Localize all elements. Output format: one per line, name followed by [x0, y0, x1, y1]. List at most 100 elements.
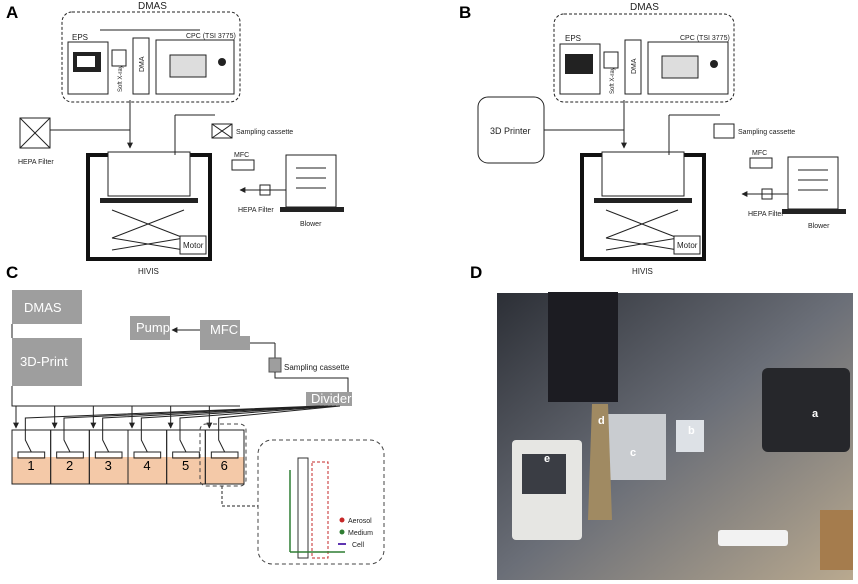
b-blower-box: [787, 156, 839, 210]
hivis-plate: [100, 198, 198, 203]
b-hepa-right-label: HEPA Filter: [748, 211, 784, 218]
eps-display: [77, 56, 95, 67]
photo-label-c: c: [630, 447, 636, 459]
photo-device-b: [676, 420, 704, 452]
b-soft-xray-label: Soft X-ray: [610, 67, 616, 94]
b-dmas-dashed-box: [553, 13, 735, 103]
hepa-left-label: HEPA Filter: [18, 159, 54, 166]
well-tube-6: [218, 405, 341, 453]
well-tube-5: [179, 405, 337, 453]
motor-label: Motor: [183, 241, 204, 250]
legend-aerosol: Aerosol: [348, 518, 372, 525]
photo-device-e-screen: [522, 454, 566, 494]
lift-scissor: [111, 209, 185, 251]
well-tube-1: [24, 405, 321, 453]
zoom-source: [199, 423, 247, 487]
eps-box: [67, 41, 109, 95]
b-soft-xray-box: [603, 51, 619, 69]
mfc-box: [231, 159, 255, 171]
pump-box: [130, 316, 170, 340]
dma-column: [132, 37, 150, 95]
dmas-label: DMAS: [138, 1, 167, 12]
print-distribution-line: [11, 386, 240, 407]
c-3dprint-label: 3D-Print: [20, 354, 68, 369]
b-hivis-label: HIVIS: [632, 267, 653, 276]
b-mfc-label: MFC: [752, 150, 767, 157]
printer-label: 3D Printer: [490, 126, 531, 136]
well-label-6: 6: [221, 458, 228, 473]
panel-c-label: C: [6, 263, 18, 282]
dma-label: DMA: [139, 56, 146, 72]
b-eps-box: [559, 43, 601, 95]
soft-xray-label: Soft X-ray: [118, 65, 124, 92]
well-tube-4: [140, 405, 333, 453]
legend-cell: Cell: [352, 542, 365, 549]
b-hepa-right-box: [761, 188, 773, 200]
b-cpc-panel: [661, 55, 699, 79]
photo-cone-d: [588, 404, 612, 520]
photo-power-strip: [718, 530, 788, 546]
b-hivis-plate: [594, 198, 692, 203]
b-eps-screen: [565, 54, 593, 74]
legend-medium-dot: [339, 529, 345, 535]
well-label-1: 1: [27, 458, 34, 473]
blower-box: [285, 154, 337, 208]
c-3dprint-box: [12, 338, 82, 386]
panel-a: A DMAS EPS Soft X-ray DMA CPC (TSI 3775)…: [6, 1, 344, 276]
c-dmas-box: [12, 290, 82, 324]
photo-3d-printer: [762, 368, 850, 452]
soft-xray-box: [111, 49, 127, 67]
b-blower-base: [782, 209, 846, 214]
blower-base: [280, 207, 344, 212]
hivis-inner-box: [107, 151, 191, 197]
cpc-box: [155, 39, 235, 95]
hivis-label: HIVIS: [138, 267, 159, 276]
panel-b: B DMAS EPS Soft X-ray DMA CPC (TSI 3775)…: [459, 2, 846, 276]
photo-rack: [548, 292, 618, 402]
photo-label-d: d: [598, 415, 605, 427]
zoom-detail: [257, 439, 385, 565]
hepa-left-x2: [19, 117, 51, 149]
b-mfc-box: [749, 157, 773, 169]
panel-b-label: B: [459, 3, 471, 22]
well-6: [204, 429, 245, 485]
dmas-dashed-box: [61, 11, 241, 103]
b-motor-label: Motor: [677, 241, 698, 250]
well-label-2: 2: [66, 458, 73, 473]
c-mfc-label: MFC: [210, 322, 238, 337]
b-cpc-box: [647, 41, 729, 95]
well-insert-3: [94, 451, 123, 459]
b-dma-label: DMA: [631, 58, 638, 74]
well-tube-2: [63, 405, 325, 453]
mfc-label: MFC: [234, 152, 249, 159]
c-cassette-label: Sampling cassette: [284, 363, 350, 372]
cpc-knob: [218, 58, 226, 66]
b-cpc-knob: [710, 60, 718, 68]
b-motor-box: [673, 235, 701, 255]
divider-box: [306, 392, 352, 406]
hepa-left-box: [19, 117, 51, 149]
cassette-to-divider: [274, 372, 349, 392]
aerosol-path: [311, 461, 329, 559]
hepa-right-box: [259, 184, 271, 196]
photo-label-a: a: [812, 408, 819, 420]
panel-c: C DMAS 3D-Print Pump MFC Sampling casset…: [6, 263, 385, 565]
legend-aerosol-dot: [339, 517, 345, 523]
panel-d-label: D: [470, 263, 482, 282]
blower-label: Blower: [300, 221, 322, 228]
sampling-cassette-label: Sampling cassette: [236, 129, 293, 136]
c-dmas-label: DMAS: [24, 300, 62, 315]
motor-box: [179, 235, 207, 255]
legend-medium: Medium: [348, 530, 373, 537]
b-dmas-label: DMAS: [630, 2, 659, 13]
b-cpc-label: CPC (TSI 3775): [680, 35, 730, 42]
b-hivis-inner-box: [601, 151, 685, 197]
inner-tube: [297, 457, 309, 559]
b-blower-label: Blower: [808, 223, 830, 230]
photo-label-e: e: [544, 453, 550, 465]
well-label-3: 3: [105, 458, 112, 473]
b-lift-scissor: [605, 209, 679, 251]
